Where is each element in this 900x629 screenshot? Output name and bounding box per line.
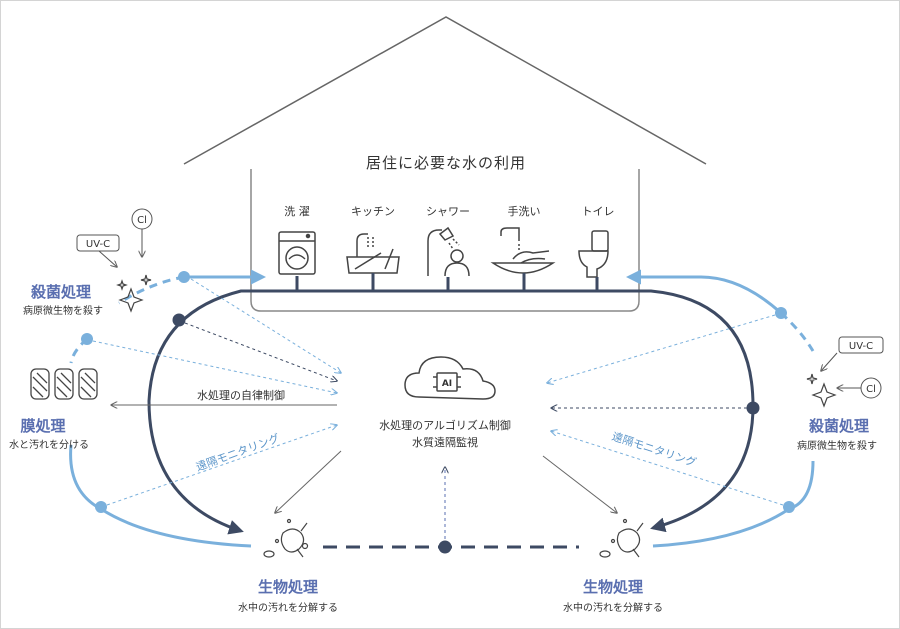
- node-dark: [438, 540, 452, 554]
- left-sterilization-subtitle: 病原微生物を殺す: [23, 304, 103, 317]
- toilet-icon: [578, 230, 609, 278]
- right-sterilization-title: 殺菌処理: [808, 417, 869, 435]
- house-outline: [183, 16, 707, 312]
- right-uvc-label: UV-C: [849, 341, 873, 352]
- bio-left-subtitle: 水中の汚れを分解する: [238, 601, 338, 614]
- right-cl-label: Cl: [866, 384, 876, 395]
- use-label-shower: シャワー: [426, 205, 470, 218]
- node-light: [775, 307, 787, 319]
- left-uvc-label: UV-C: [86, 239, 110, 250]
- right-cl-callout: [837, 377, 882, 399]
- microbe-icon-left: [263, 518, 309, 558]
- left-cl-label: Cl: [137, 215, 147, 226]
- right-sterilization-subtitle: 病原微生物を殺す: [797, 439, 877, 452]
- use-label-toilet: トイレ: [582, 205, 615, 218]
- remote-monitoring-right-label: 遠隔モニタリング: [610, 429, 698, 470]
- hand-wash-icon: [490, 227, 556, 274]
- left-cl-callout: [131, 208, 153, 257]
- right-sparkle-icon: [806, 373, 837, 408]
- autonomous-control-label: 水処理の自律制御: [197, 388, 285, 402]
- node-light: [81, 333, 93, 345]
- node-light: [95, 501, 107, 513]
- kitchen-sink-icon: [346, 233, 400, 274]
- bio-right-title: 生物処理: [583, 578, 643, 596]
- membrane-title: 膜処理: [20, 417, 65, 435]
- left-sterilization-title: 殺菌処理: [30, 283, 91, 301]
- house-title: 居住に必要な水の利用: [366, 154, 526, 172]
- monitoring-lines-left: [92, 278, 341, 513]
- right-uvc-callout: [821, 336, 884, 371]
- nodes: [81, 271, 795, 554]
- microbe-icon-right: [599, 518, 644, 558]
- node-dark: [172, 313, 186, 327]
- membrane-subtitle: 水と汚れを分ける: [9, 438, 89, 451]
- bio-left-title: 生物処理: [258, 578, 318, 596]
- left-sparkle-icon: [116, 274, 152, 313]
- washing-machine-icon: [278, 231, 316, 275]
- bio-right-subtitle: 水中の汚れを分解する: [563, 601, 663, 614]
- node-light: [178, 271, 190, 283]
- monitoring-lines-right: [445, 314, 784, 539]
- ai-cloud-icon: [404, 356, 496, 400]
- use-label-laundry: 洗 濯: [284, 205, 310, 218]
- ai-line1: 水処理のアルゴリズム制御: [379, 418, 511, 432]
- shower-icon: [427, 226, 470, 277]
- node-dark: [746, 401, 760, 415]
- ai-badge: AI: [442, 379, 452, 389]
- ai-line2: 水質遠隔監視: [412, 435, 478, 449]
- use-label-kitchen: キッチン: [351, 205, 395, 218]
- membrane-filter-icon: [30, 368, 98, 400]
- node-light: [783, 501, 795, 513]
- left-uvc-callout: [76, 234, 120, 267]
- remote-monitoring-left-label: 遠隔モニタリング: [194, 431, 281, 474]
- use-label-handwash: 手洗い: [508, 204, 541, 218]
